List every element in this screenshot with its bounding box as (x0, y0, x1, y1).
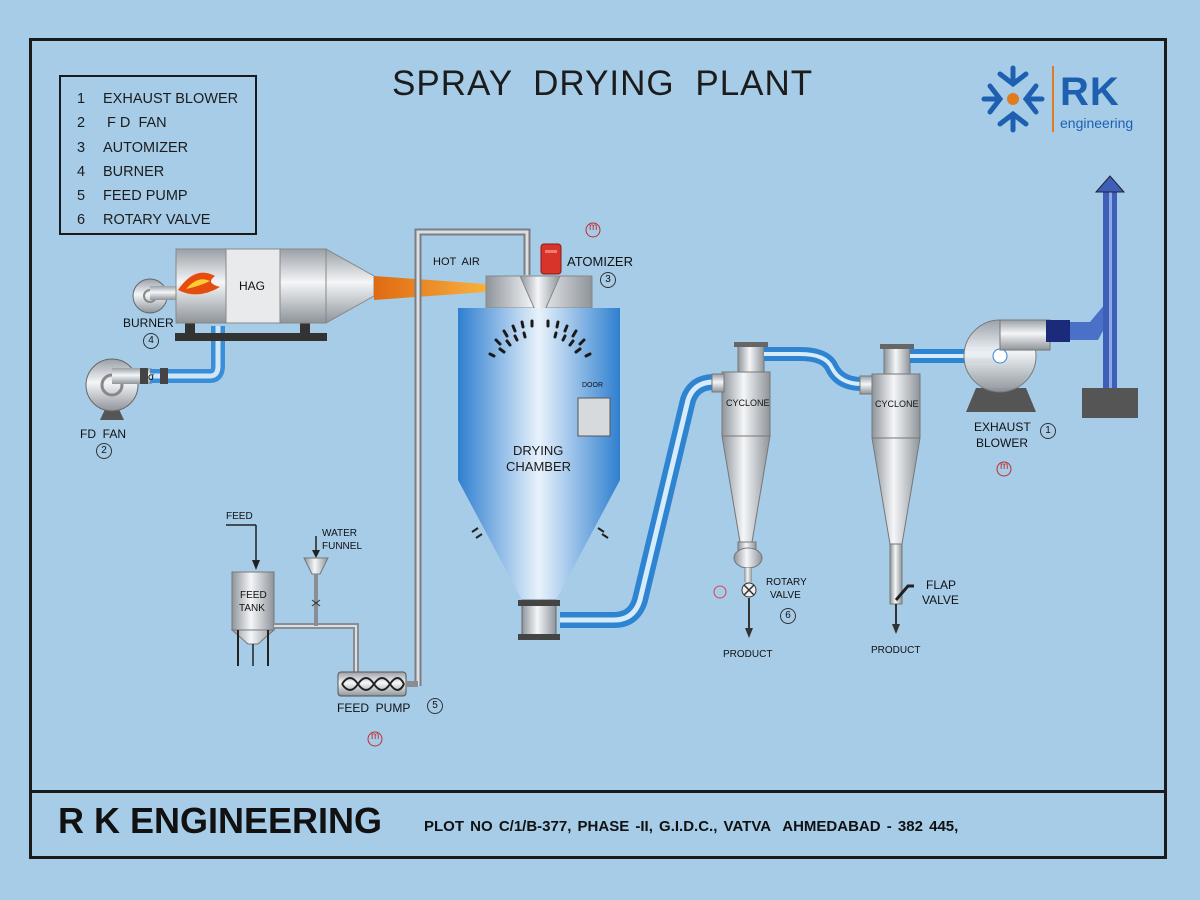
rotary-valve-number: 6 (780, 608, 796, 624)
legend-item: 2 F D FAN (77, 115, 255, 139)
water-funnel-label: FUNNEL (322, 541, 363, 552)
inter-cyclone-duct (764, 347, 863, 391)
atomizer-number: 3 (600, 272, 616, 288)
legend-number: 6 (77, 212, 86, 229)
feed-tank-label: TANK (239, 603, 265, 614)
rk-logo-mark-icon (981, 65, 1045, 133)
hot-air-label: HOT AIR (433, 256, 480, 268)
product-outlet-label: PRODUCT (871, 645, 921, 656)
legend-box: 1 EXHAUST BLOWER 2 F D FAN 3 AUTOMIZER 4 BU… (59, 75, 257, 235)
exhaust-blower (963, 298, 1110, 412)
motor-icon (713, 585, 727, 599)
motor-icon (367, 731, 383, 747)
feed-tank (231, 571, 275, 631)
fd-fan (85, 358, 152, 420)
flap-valve-icon (894, 584, 914, 601)
legend-label: EXHAUST BLOWER (103, 91, 239, 107)
atomizer-label: ATOMIZER (567, 254, 633, 269)
arrow-down-icon (892, 624, 900, 634)
legend-item: 3 AUTOMIZER (77, 140, 255, 164)
logo-subtitle: engineering (1060, 115, 1134, 131)
exhaust-blower-label: BLOWER (976, 436, 1029, 450)
feed-system (226, 524, 418, 697)
cyclone-1 (721, 342, 771, 638)
legend-label: FEED PUMP (103, 188, 188, 205)
duct-flange (140, 368, 148, 384)
flap-valve-label: FLAP (926, 578, 957, 592)
motor-label: m (371, 731, 380, 742)
hot-air-flame (374, 276, 486, 300)
motor-icon (585, 222, 601, 238)
water-funnel (303, 557, 329, 575)
rotary-valve-label: ROTARY (766, 577, 807, 588)
legend-item: 4 BURNER (77, 164, 255, 188)
legend-item: 6 ROTARY VALVE (77, 212, 255, 236)
legend-item: 5 FEED PUMP (77, 188, 255, 212)
cyclone-2 (871, 344, 921, 634)
company-address: PLOT NO C/1/B-377, PHASE -II, G.I.D.C., … (424, 818, 959, 835)
legend-item: 1 EXHAUST BLOWER (77, 91, 255, 115)
feed-pump-number: 5 (427, 698, 443, 714)
feed-pump-label: FEED PUMP (337, 701, 411, 715)
door-label: DOOR (582, 382, 603, 389)
damper-icon: σ (148, 372, 155, 383)
motor-icon (996, 461, 1012, 477)
drawing-frame (29, 38, 1167, 859)
inspection-door (577, 397, 611, 437)
exhaust-chimney (1082, 175, 1138, 418)
burner-blower (132, 278, 178, 314)
logo-divider (1052, 66, 1054, 132)
company-name: R K ENGINEERING (58, 800, 383, 841)
burner-number: 4 (143, 333, 159, 349)
drawing-title: SPRAY DRYING PLANT (392, 64, 814, 103)
feed-tank-label: FEED (240, 590, 267, 601)
drying-chamber-label: CHAMBER (506, 459, 572, 474)
legend-number: 5 (77, 188, 86, 205)
motor-label: m (589, 222, 598, 233)
exhaust-blower-label: EXHAUST (974, 420, 1031, 434)
drying-chamber-label: DRYING (513, 443, 564, 458)
motor-label: m (1000, 461, 1009, 472)
cyclone-label: CYCLONE (875, 399, 919, 409)
duct-flange (160, 368, 168, 384)
legend-label: BURNER (103, 163, 165, 180)
logo-wordmark: RK (1060, 70, 1120, 114)
legend-label: F D FAN (103, 115, 167, 132)
water-funnel-label: WATER (322, 528, 357, 539)
hag-label: HAG (239, 279, 266, 293)
legend-label: ROTARY VALVE (103, 212, 211, 229)
drying-chamber (458, 275, 620, 640)
title-block-divider (29, 790, 1167, 793)
flap-valve-label: VALVE (922, 593, 959, 607)
legend-number: 4 (77, 163, 86, 180)
legend-number: 1 (77, 91, 86, 107)
hot-air-generator (175, 248, 375, 341)
burner-label: BURNER (123, 316, 174, 330)
spray-pattern-icon (488, 319, 592, 358)
legend-number: 3 (77, 139, 86, 156)
legend-label: AUTOMIZER (103, 139, 189, 156)
rotary-valve-label: VALVE (770, 590, 801, 601)
legend-number: 2 (77, 115, 86, 132)
atomizer-motor-icon (540, 243, 562, 275)
product-outlet-label: PRODUCT (723, 649, 773, 660)
feed-label: FEED (226, 511, 253, 522)
fd-fan-number: 2 (96, 443, 112, 459)
exhaust-blower-number: 1 (1040, 423, 1056, 439)
fd-fan-duct-highlight (150, 326, 221, 379)
fd-fan-label: FD FAN (80, 427, 127, 441)
feed-pump (337, 671, 407, 697)
process-diagram: σ (85, 175, 1138, 747)
cyclone-label: CYCLONE (726, 398, 770, 408)
arrow-down-icon (745, 628, 753, 638)
arrow-down-icon (252, 560, 260, 570)
